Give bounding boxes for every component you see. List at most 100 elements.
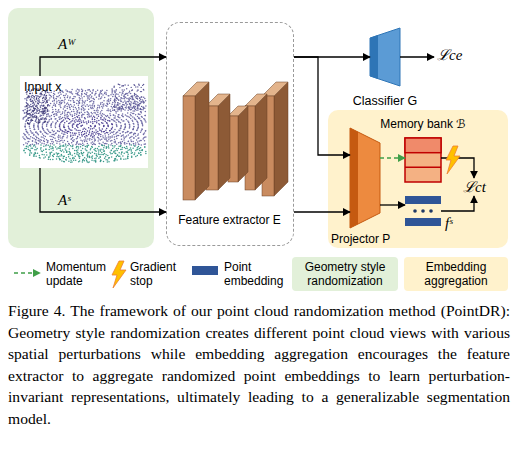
point — [86, 158, 88, 160]
point — [134, 133, 136, 135]
point — [77, 130, 79, 132]
point — [141, 149, 143, 151]
point — [30, 99, 31, 100]
point — [126, 146, 128, 148]
point — [141, 121, 143, 123]
point — [94, 119, 96, 121]
point — [43, 140, 45, 142]
point — [33, 102, 34, 103]
point — [92, 136, 94, 138]
legend-gradient-bolt — [112, 261, 126, 288]
point — [41, 119, 42, 120]
point — [117, 154, 119, 156]
point — [114, 120, 116, 122]
point — [89, 105, 91, 107]
point — [41, 111, 42, 112]
point — [113, 120, 115, 122]
point — [35, 131, 37, 133]
point — [143, 102, 144, 103]
point — [41, 154, 43, 156]
point — [127, 116, 129, 118]
point — [100, 161, 102, 163]
point — [141, 128, 143, 130]
point — [29, 99, 31, 101]
point — [88, 120, 90, 122]
point — [123, 131, 125, 133]
connector — [40, 168, 166, 212]
point — [81, 134, 83, 136]
point — [35, 131, 37, 133]
point — [145, 130, 147, 132]
point — [115, 153, 117, 155]
point — [39, 110, 40, 111]
point — [110, 115, 112, 117]
point — [101, 110, 103, 112]
point — [42, 112, 43, 113]
point — [43, 95, 45, 97]
point — [40, 118, 41, 119]
point — [41, 150, 43, 152]
point — [82, 148, 84, 150]
point — [27, 105, 28, 106]
point — [106, 137, 108, 139]
point — [41, 117, 43, 119]
point — [47, 122, 49, 124]
point — [59, 105, 61, 107]
point — [95, 131, 97, 133]
point — [130, 118, 132, 120]
point — [68, 118, 70, 120]
point — [62, 149, 64, 151]
point — [79, 119, 81, 121]
point — [44, 108, 45, 109]
point — [105, 92, 107, 94]
point — [50, 125, 52, 127]
point — [114, 105, 115, 106]
point — [89, 132, 91, 134]
point — [90, 115, 92, 117]
point — [123, 139, 125, 141]
point — [107, 132, 109, 134]
point — [108, 157, 110, 159]
point — [79, 160, 81, 162]
point — [48, 159, 50, 161]
point — [75, 159, 77, 161]
point — [32, 137, 34, 139]
point — [41, 115, 43, 117]
point — [120, 126, 122, 128]
point — [119, 107, 120, 108]
point — [50, 159, 52, 161]
point — [33, 155, 35, 157]
point — [28, 141, 30, 143]
point — [96, 97, 98, 99]
point — [66, 152, 68, 154]
point — [97, 105, 99, 107]
point — [100, 111, 102, 113]
point — [109, 103, 111, 105]
point — [33, 126, 35, 128]
point — [59, 158, 61, 160]
point — [54, 113, 56, 115]
point — [106, 132, 108, 134]
point — [98, 154, 100, 156]
point — [66, 159, 68, 161]
point — [73, 101, 75, 103]
point — [33, 154, 35, 156]
point — [64, 106, 66, 108]
point — [111, 124, 113, 126]
point — [126, 143, 128, 145]
point — [127, 155, 129, 157]
point — [30, 148, 32, 150]
point — [105, 118, 107, 120]
point — [120, 107, 121, 108]
point — [137, 134, 139, 136]
point — [26, 111, 28, 113]
point — [55, 122, 57, 124]
point — [139, 103, 141, 105]
point — [73, 123, 75, 125]
point — [79, 137, 81, 139]
point — [34, 141, 36, 143]
point — [94, 140, 96, 142]
point — [125, 126, 127, 128]
point — [80, 125, 82, 127]
point — [114, 90, 116, 92]
